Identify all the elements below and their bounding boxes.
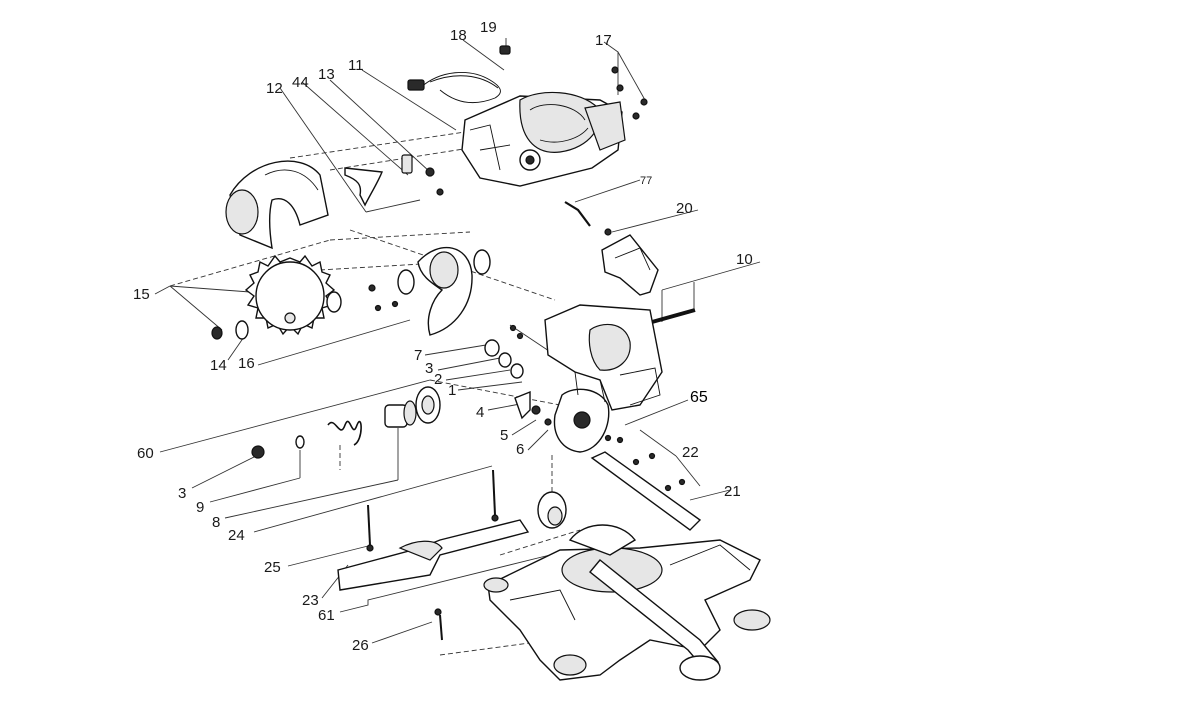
part-blade-guard [225,160,329,250]
callout-21: 21 [724,483,741,500]
callout-13: 13 [318,66,335,83]
callout-61: 61 [318,607,335,624]
callout-12: 12 [266,80,283,97]
part-rail-plate [590,434,702,531]
part-washers [484,324,552,426]
callout-44: 44 [292,74,309,91]
part-power-cord [407,72,501,103]
callout-9: 9 [196,499,204,516]
part-table-insert [537,491,567,529]
callout-3-top: 3 [425,360,433,377]
callout-23: 23 [302,592,319,609]
part-lever [344,154,444,207]
callout-25: 25 [264,559,281,576]
part-lower-guard [368,246,491,336]
callout-24: 24 [228,527,245,544]
callout-6: 6 [516,441,524,458]
callout-77: 77 [640,175,652,187]
callout-17: 17 [595,32,612,49]
callout-65: 65 [690,389,708,406]
callout-7: 7 [414,347,422,364]
part-handle [601,228,659,296]
part-screw-19 [499,45,511,55]
part-shaft [651,308,696,324]
callout-14: 14 [210,357,227,374]
callout-1: 1 [448,382,456,399]
callout-15: 15 [133,286,150,303]
callout-5: 5 [500,427,508,444]
callout-19: 19 [480,19,497,36]
part-motor-housing [461,91,626,187]
part-base [434,524,771,681]
part-hex-key [564,201,591,227]
callout-8: 8 [212,514,220,531]
callout-22: 22 [682,444,699,461]
callout-10: 10 [736,251,753,268]
part-arm-assembly [544,304,663,453]
part-screws-17 [611,66,648,120]
part-saw-blade [244,254,336,336]
callout-26: 26 [352,637,369,654]
callout-20: 20 [676,200,693,217]
callout-4: 4 [476,404,484,421]
callout-11: 11 [348,57,364,74]
part-flanges [211,269,415,340]
callout-18: 18 [450,27,467,44]
callout-2: 2 [434,371,442,388]
part-spring-assembly [251,386,441,459]
callout-60: 60 [137,445,154,462]
callout-16: 16 [238,355,255,372]
callout-3-bottom: 3 [178,485,186,502]
callout-labels: 19 18 17 11 13 44 12 77 20 10 15 14 16 7… [133,19,753,654]
part-fences [337,469,530,591]
